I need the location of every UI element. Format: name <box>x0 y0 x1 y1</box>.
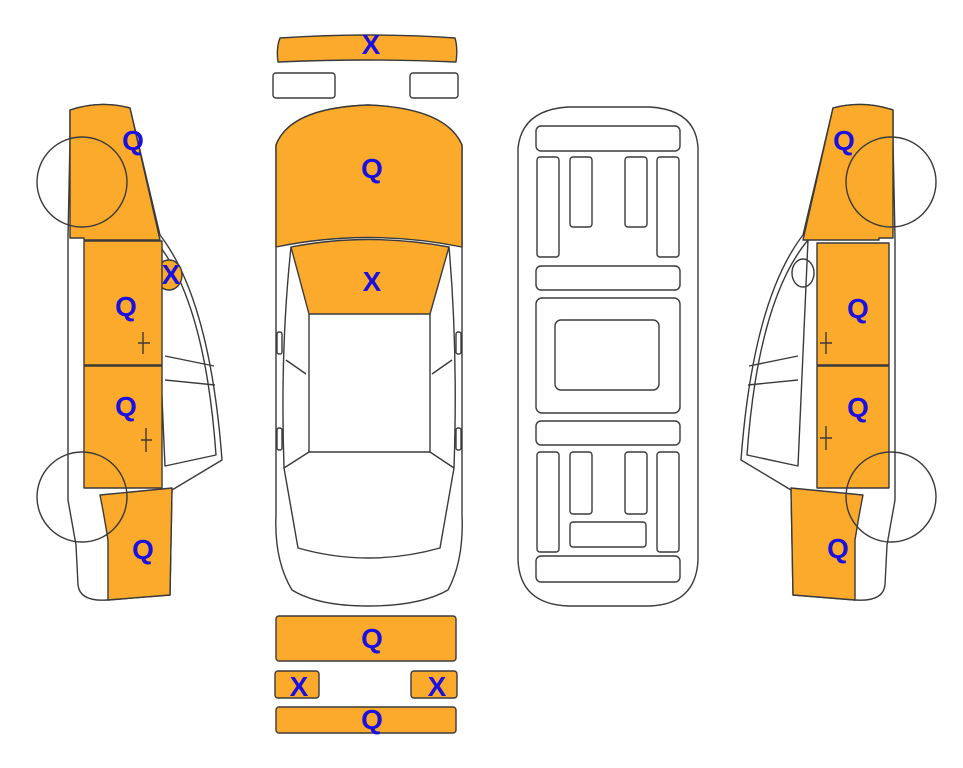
hood-mark: Q <box>361 153 383 184</box>
right-rear-quarter-panel[interactable] <box>790 487 864 601</box>
right-front-door-mark: Q <box>847 293 869 324</box>
windshield-mark: X <box>363 266 382 297</box>
headlight-right-panel[interactable] <box>409 72 459 99</box>
mirror-left-top <box>276 331 283 355</box>
taillight-right-panel[interactable] <box>410 670 458 699</box>
right-front-fender-panel[interactable] <box>802 103 894 241</box>
trunk-lid-mark: Q <box>361 623 383 654</box>
left-front-fender-mark: Q <box>122 125 144 156</box>
right-front-wheel <box>845 136 937 228</box>
left-side-view: Q X Q Q Q <box>36 103 223 601</box>
handle-right-top <box>455 427 462 451</box>
right-rear-door-panel[interactable] <box>816 365 890 489</box>
right-side-view: Q Q Q Q <box>740 103 937 601</box>
right-front-fender-mark: Q <box>833 125 855 156</box>
left-rear-quarter-panel[interactable] <box>99 487 173 601</box>
right-front-door-handle <box>820 332 832 354</box>
handle-left-top <box>276 427 283 451</box>
right-rear-quarter-mark: Q <box>827 533 849 564</box>
hood-panel[interactable] <box>275 104 463 248</box>
left-front-fender-panel[interactable] <box>69 103 161 241</box>
left-rear-wheel <box>36 451 128 543</box>
taillight-left-panel[interactable] <box>274 670 320 699</box>
right-rear-wheel <box>845 451 937 543</box>
left-window-pillars <box>164 355 216 386</box>
right-window-frame <box>746 239 809 467</box>
taillight-right-mark: X <box>428 671 447 702</box>
left-rear-door-panel[interactable] <box>83 365 163 489</box>
top-view: X Q X Q X X Q <box>272 29 463 735</box>
taillight-left-mark: X <box>290 671 309 702</box>
mirror-right-top <box>455 331 462 355</box>
left-front-door-panel[interactable] <box>83 240 163 366</box>
rear-pillars <box>283 451 455 469</box>
trunk-lid-panel[interactable] <box>275 615 457 662</box>
right-window-pillars <box>747 355 799 386</box>
rear-bumper-mark: Q <box>361 704 383 735</box>
roof-outline <box>308 314 431 453</box>
right-front-door-panel[interactable] <box>816 242 890 366</box>
right-mirror <box>791 258 815 288</box>
right-rear-door-handle <box>820 426 832 450</box>
cabin-side-lines <box>282 246 456 559</box>
left-front-door-mark: Q <box>115 291 137 322</box>
underside-view <box>517 106 699 607</box>
front-bumper-mark: X <box>362 29 381 60</box>
front-bumper-panel[interactable] <box>276 34 458 63</box>
left-rear-door-mark: Q <box>115 391 137 422</box>
headlight-left-panel[interactable] <box>272 72 336 99</box>
left-rear-quarter-mark: Q <box>132 534 154 565</box>
right-rear-door-mark: Q <box>847 392 869 423</box>
door-lines <box>285 359 453 375</box>
left-front-wheel <box>36 136 128 228</box>
underside-outline <box>517 106 699 607</box>
left-rear-door-handle <box>141 428 152 452</box>
left-front-door-handle <box>138 332 150 354</box>
left-mirror-mark: X <box>162 259 181 290</box>
rear-bumper-panel[interactable] <box>275 706 457 734</box>
